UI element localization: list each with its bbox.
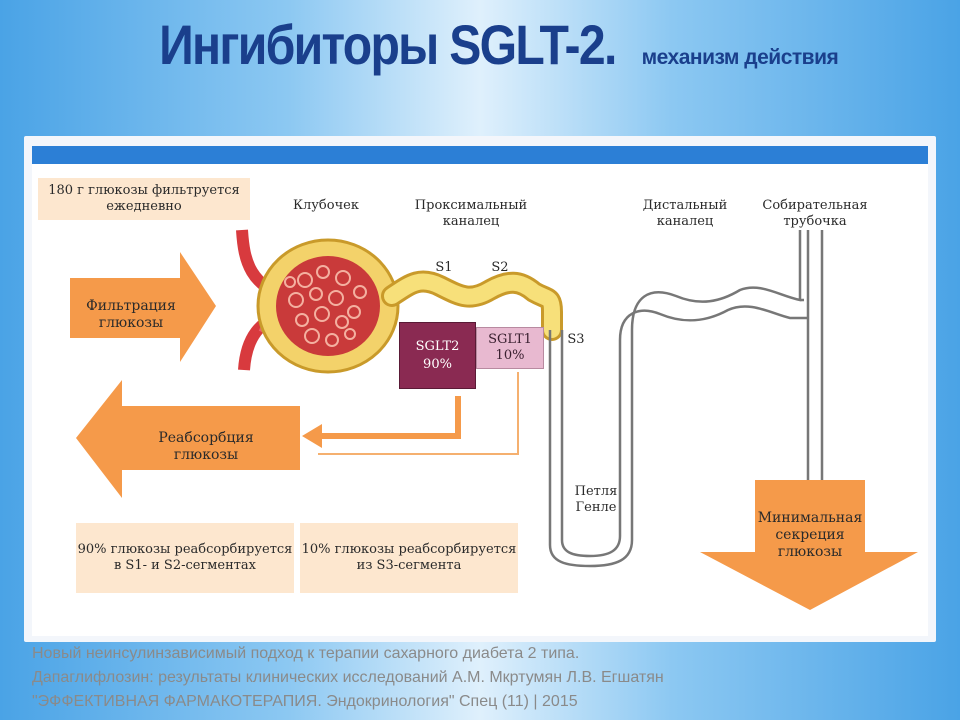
note-s1s2: 90% глюкозы реабсорбируется в S1- и S2-с… xyxy=(76,523,294,593)
proximal-tubule-fill xyxy=(384,273,560,338)
collecting-label: Собирательная трубочка xyxy=(762,198,868,229)
sglt2-percent: 90% xyxy=(423,356,452,372)
citation-line-2: Дапаглифлозин: результаты клинических ис… xyxy=(32,669,664,686)
source-citation: Новый неинсулинзависимый подход к терапи… xyxy=(32,642,942,714)
loop-label: Петля Генле xyxy=(574,484,618,515)
note-s3: 10% глюкозы реабсорбируется из S3-сегмен… xyxy=(300,523,518,593)
s3-label: S3 xyxy=(567,332,585,347)
diagram-header-band xyxy=(32,146,928,164)
citation-line-3: "ЭФФЕКТИВНАЯ ФАРМАКОТЕРАПИЯ. Эндокриноло… xyxy=(32,693,578,710)
sglt1-percent: 10% xyxy=(495,348,525,363)
loop-of-henle xyxy=(548,230,804,568)
glomerulus-label: Клубочек xyxy=(292,198,360,213)
sglt2-return-line xyxy=(318,396,461,439)
capillary-pattern xyxy=(284,265,367,347)
slide-title: Ингибиторы SGLT-2. механизм действия xyxy=(0,12,960,77)
reabsorption-arrow xyxy=(76,380,300,498)
filtration-arrow-label: Фильтрация глюкозы xyxy=(86,298,176,331)
loop-inner xyxy=(560,305,808,558)
s1-label: S1 xyxy=(435,260,453,275)
filtered-note: 180 г глюкозы фильтруется ежедневно xyxy=(38,178,250,220)
sglt1-name: SGLT1 xyxy=(488,332,532,347)
sglt2-return-arrowhead xyxy=(302,424,322,448)
secretion-arrow-label: Минимальная секреция глюкозы xyxy=(757,510,863,560)
s2-label: S2 xyxy=(491,260,509,275)
title-main: Ингибиторы SGLT-2. xyxy=(158,13,617,76)
sglt1-box: SGLT1 10% xyxy=(476,327,544,369)
sglt2-box: SGLT2 90% xyxy=(399,322,476,389)
sglt2-name: SGLT2 xyxy=(415,338,460,354)
proximal-label: Проксимальный каналец xyxy=(414,198,528,229)
reabsorption-arrow-label: Реабсорбция глюкозы xyxy=(158,430,254,463)
filtration-arrow xyxy=(70,252,216,362)
secretion-arrow xyxy=(700,480,918,610)
distal-label: Дистальный каналец xyxy=(642,198,728,229)
sglt1-return-line xyxy=(318,372,519,455)
citation-line-1: Новый неинсулинзависимый подход к терапи… xyxy=(32,645,580,662)
title-sub: механизм действия xyxy=(641,46,839,69)
